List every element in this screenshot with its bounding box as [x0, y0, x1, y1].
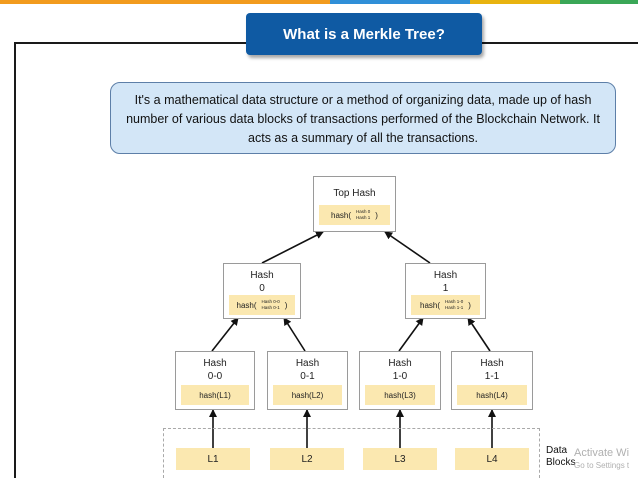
leaf-label-line1: Hash: [388, 358, 412, 369]
leaf-label-line2: 1-0: [392, 371, 408, 382]
edge-leaf1-hash0: [211, 317, 239, 352]
top-hash-label: Top Hash: [333, 188, 376, 199]
hash-suffix: ): [375, 210, 378, 220]
top-stripe-yellow: [470, 0, 560, 4]
hash-inputs: Hash 0-0 Hash 0-1: [262, 299, 280, 311]
data-block-l3: L3: [363, 448, 437, 470]
hash-input-top: Hash 0: [356, 209, 371, 214]
leaf-label-line2: 0-1: [300, 371, 315, 382]
data-block-l1: L1: [176, 448, 250, 470]
hash-input-bottom: Hash 0-1: [261, 305, 280, 310]
leaf-hash-value: hash(L3): [365, 385, 435, 405]
top-stripe-blue: [330, 0, 470, 4]
hash-1-value: hash( Hash 1-0 Hash 1-1 ): [411, 295, 480, 315]
leaf-label-line1: Hash: [480, 358, 504, 369]
page-title: What is a Merkle Tree?: [246, 13, 482, 55]
top-hash-node: Top Hash hash( Hash 0 Hash 1 ): [313, 176, 396, 232]
description-box: It's a mathematical data structure or a …: [110, 82, 616, 154]
leaf-hash-value: hash(L4): [457, 385, 527, 405]
edge-leaf4-hash1: [467, 317, 491, 352]
leaf-hash-value: hash(L2): [273, 385, 342, 405]
hash-input-bottom: Hash 1: [356, 215, 371, 220]
activation-watermark: Activate Wi Go to Settings t: [574, 447, 629, 470]
hash-0-node: Hash 0 hash( Hash 0-0 Hash 0-1 ): [223, 263, 301, 319]
data-block-l4: L4: [455, 448, 529, 470]
edge-leaf3-hash1: [398, 317, 424, 352]
hash-1-label-line1: Hash: [433, 270, 458, 281]
hash-input-top: Hash 0-0: [261, 299, 280, 304]
hash-inputs: Hash 1-0 Hash 1-1: [445, 299, 463, 311]
hash-input-bottom: Hash 1-1: [445, 305, 464, 310]
leaf-label-line1: Hash: [203, 358, 227, 369]
data-blocks-label-line2: Blocks: [546, 457, 576, 468]
hash-0-1-node: Hash 0-1 hash(L2): [267, 351, 348, 410]
hash-prefix: hash(: [420, 300, 441, 310]
top-hash-value: hash( Hash 0 Hash 1 ): [319, 205, 390, 225]
data-blocks-label: Data Blocks: [546, 445, 575, 469]
leaf-hash-value: hash(L1): [181, 385, 249, 405]
data-block-l2: L2: [270, 448, 344, 470]
hash-suffix: ): [284, 300, 288, 310]
hash-1-0-node: Hash 1-0 hash(L3): [359, 351, 441, 410]
hash-prefix: hash(: [331, 210, 352, 220]
watermark-line1: Activate Wi: [574, 447, 630, 459]
hash-0-label-line2: 0: [259, 283, 265, 294]
data-blocks-label-line1: Data: [546, 445, 568, 456]
edge-leaf2-hash0: [283, 317, 306, 352]
hash-prefix: hash(: [236, 300, 257, 310]
frame-left-border: [14, 42, 16, 478]
leaf-label-line2: 1-1: [484, 371, 500, 382]
hash-1-node: Hash 1 hash( Hash 1-0 Hash 1-1 ): [405, 263, 486, 319]
hash-0-value: hash( Hash 0-0 Hash 0-1 ): [229, 295, 295, 315]
hash-1-1-node: Hash 1-1 hash(L4): [451, 351, 533, 410]
top-stripe-green: [560, 0, 638, 4]
leaf-label-line1: Hash: [295, 358, 320, 369]
hash-suffix: ): [468, 300, 471, 310]
hash-0-label-line1: Hash: [250, 270, 274, 281]
hash-inputs: Hash 0 Hash 1: [356, 209, 370, 221]
data-blocks-region: [163, 428, 540, 478]
edge-hash0-top: [261, 231, 324, 264]
watermark-line2: Go to Settings t: [574, 461, 630, 470]
hash-0-0-node: Hash 0-0 hash(L1): [175, 351, 255, 410]
hash-1-label-line2: 1: [442, 283, 449, 294]
hash-input-top: Hash 1-0: [445, 299, 464, 304]
top-stripe-orange: [0, 0, 330, 4]
leaf-label-line2: 0-0: [207, 371, 223, 382]
edge-hash1-top: [384, 231, 431, 264]
